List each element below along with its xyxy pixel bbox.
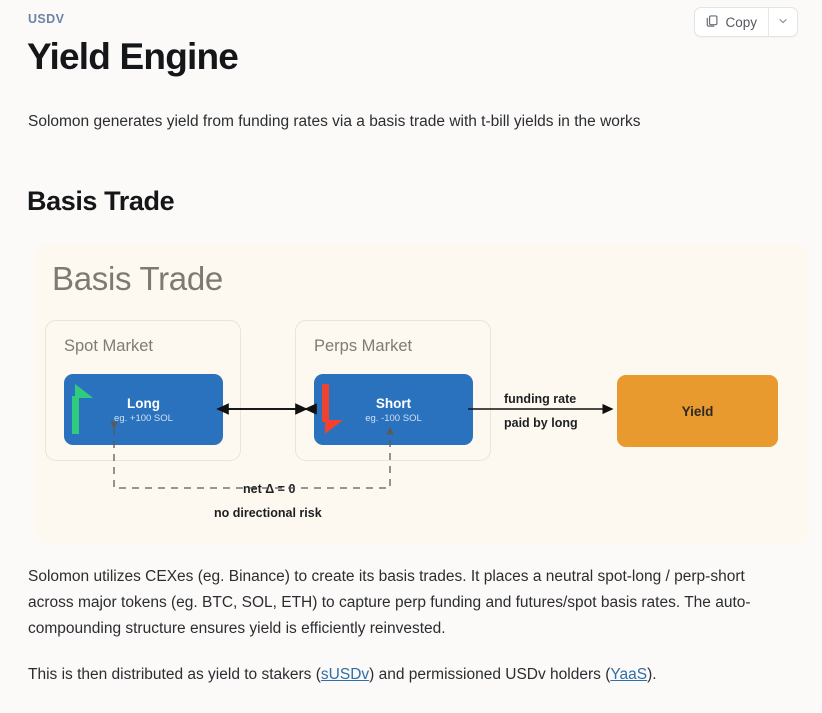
perps-market-card: Perps Market Short eg. -100 SOL xyxy=(295,320,491,461)
short-position-box: Short eg. -100 SOL xyxy=(314,374,473,445)
page-lede: Solomon generates yield from funding rat… xyxy=(28,113,641,130)
copy-dropdown-button[interactable] xyxy=(769,8,797,36)
copy-button[interactable]: Copy xyxy=(695,8,768,36)
p2-text-a: This is then distributed as yield to sta… xyxy=(28,666,321,683)
short-position-title: Short xyxy=(375,395,412,411)
copy-group-divider xyxy=(768,8,769,36)
copy-button-label: Copy xyxy=(725,14,757,30)
diagram-title: Basis Trade xyxy=(52,260,223,297)
long-position-subtitle: eg. +100 SOL xyxy=(114,412,173,424)
chevron-down-icon xyxy=(777,15,789,30)
link-yaas[interactable]: YaaS xyxy=(610,666,648,683)
perps-market-label: Perps Market xyxy=(314,337,413,355)
breadcrumb-eyebrow: USDV xyxy=(28,12,65,26)
down-arrow-flag-icon xyxy=(321,384,347,439)
yield-label: Yield xyxy=(681,403,714,419)
section-heading-basis-trade: Basis Trade xyxy=(27,186,175,216)
link-susdv[interactable]: sUSDv xyxy=(320,666,370,683)
yield-box: Yield xyxy=(617,375,778,447)
body-paragraph-2: This is then distributed as yield to sta… xyxy=(28,662,790,688)
long-position-title: Long xyxy=(127,395,160,411)
copy-button-group[interactable]: Copy xyxy=(694,7,798,37)
page-title: Yield Engine xyxy=(27,36,239,77)
p2-text-b: ) and permissioned USDv holders ( xyxy=(369,666,611,683)
net-delta-label: net Δ = 0 xyxy=(243,482,296,496)
basis-trade-diagram: Basis Trade Spot Market Long eg. +100 SO… xyxy=(34,244,808,543)
funding-rate-label-line1: funding rate xyxy=(504,392,577,406)
up-arrow-flag-icon xyxy=(71,384,97,439)
body-paragraph-1: Solomon utilizes CEXes (eg. Binance) to … xyxy=(28,568,751,637)
funding-rate-label-line2: paid by long xyxy=(504,416,578,430)
p2-text-c: ). xyxy=(647,666,657,683)
copy-icon xyxy=(705,14,719,31)
short-position-subtitle: eg. -100 SOL xyxy=(365,412,422,424)
spot-market-label: Spot Market xyxy=(64,337,153,355)
long-position-box: Long eg. +100 SOL xyxy=(64,374,223,445)
no-directional-risk-label: no directional risk xyxy=(214,506,322,520)
spot-market-card: Spot Market Long eg. +100 SOL xyxy=(45,320,241,461)
